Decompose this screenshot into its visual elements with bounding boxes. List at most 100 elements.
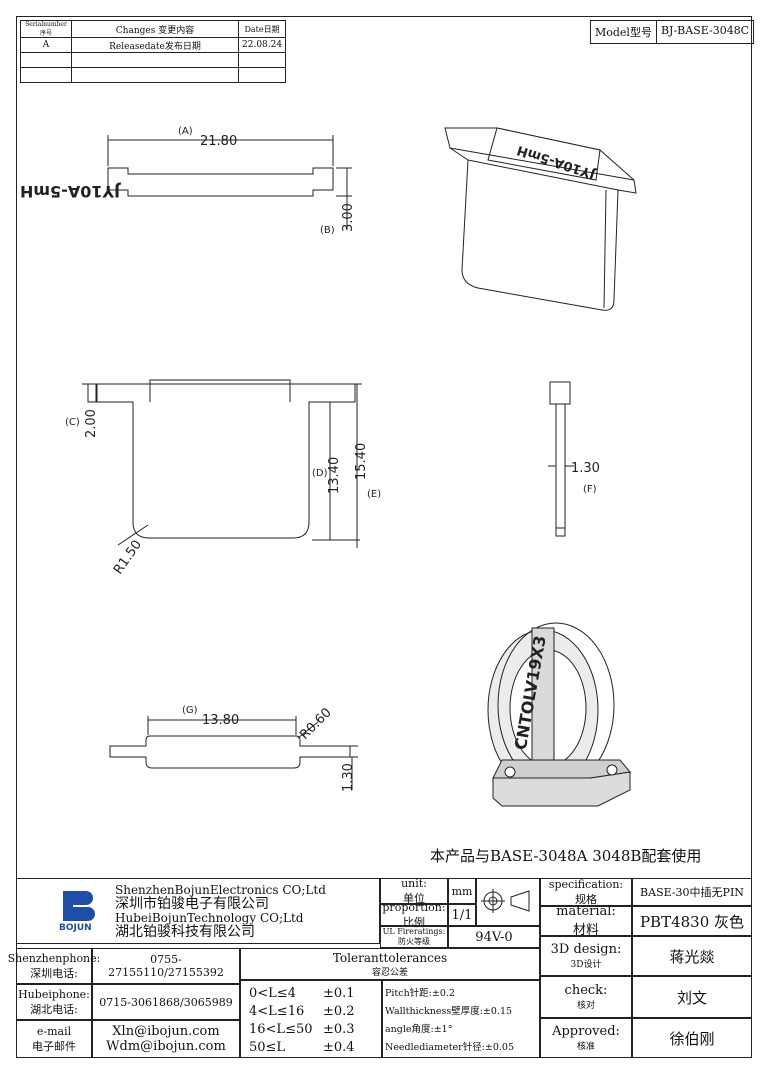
material-label-cell: material: 材料 [540, 904, 632, 938]
model-label: Model型号 [595, 26, 652, 39]
usage-note: 本产品与BASE-3048A 3048B配套使用 [430, 847, 702, 865]
email-values-cell: Xln@ibojun.com Wdm@ibojun.com [92, 1020, 240, 1058]
dim-d-tag: (D) [312, 468, 328, 479]
top-view [107, 135, 352, 230]
model-value: BJ-BASE-3048C [655, 21, 753, 43]
dim-c-tag: (C) [65, 417, 80, 428]
dim-g-value: 13.80 [202, 713, 239, 728]
tolerance-value: ±0.4 [323, 1040, 355, 1055]
tolerance-note: Wallthickness壁厚度:±0.15 [385, 1006, 513, 1017]
hubei-phone: 0715-3061868/3065989 [92, 984, 240, 1020]
material-label-cn: 材料 [572, 923, 599, 938]
revision-row [20, 67, 287, 83]
dim-g-tag: (G) [182, 705, 198, 716]
bottom-view [109, 716, 358, 790]
tolerance-title-cell: Toleranttolerances 容忍公差 [240, 948, 540, 980]
check-label: check: [564, 983, 608, 998]
shenzhen-label: Shenzhenphone: [7, 951, 101, 965]
check-value: 刘文 [632, 976, 752, 1018]
side-view [548, 381, 574, 537]
unit-label-cn: 单位 [403, 891, 425, 905]
dim-b-value: 3.00 [341, 203, 356, 232]
tolerance-value: ±0.3 [323, 1022, 355, 1037]
company-cn-2: 湖北铂骏科技有限公司 [115, 924, 255, 940]
revision-header-row: Serialnumber序号 Changes 变更内容 Date日期 [20, 20, 287, 38]
fire-label-cn: 防火等级 [398, 937, 430, 946]
proportion-value: 1/1 [448, 904, 476, 926]
tolerance-range: 16<L≤50 [249, 1022, 313, 1037]
company-en-2: HubeiBojunTechnology CO;Ltd [115, 911, 304, 925]
spec-label-cn: 规格 [575, 892, 597, 906]
company-en-1: ShenzhenBojunElectronics CO;Ltd [115, 883, 326, 897]
tolerance-value: ±0.1 [323, 986, 355, 1001]
email-2: Wdm@ibojun.com [106, 1039, 226, 1054]
spec-value: BASE-30中插无PIN [632, 878, 752, 906]
proportion-label: proportion: [382, 900, 446, 914]
company-cell: BOJUN ShenzhenBojunElectronics CO;Ltd 深圳… [16, 878, 380, 944]
fire-value: 94V-0 [448, 926, 540, 948]
dim-e-tag: (E) [367, 489, 381, 500]
design-label-cell: 3D design: 3D设计 [540, 936, 632, 976]
dim-b-tag: (B) [320, 225, 335, 236]
fire-label: UL Fireratings: [382, 927, 446, 936]
dim-e-value: 15.40 [354, 443, 369, 480]
spec-label-cell: specification: 规格 [540, 878, 632, 906]
dim-a-tag: (A) [178, 126, 193, 137]
email-label-cell: e-mail 电子邮件 [16, 1020, 92, 1058]
unit-label: unit: [401, 876, 427, 890]
check-label-cn: 核对 [576, 1001, 595, 1011]
engraving-top-view: JY10A-5mH [20, 182, 121, 201]
dim-c-value: 2.00 [84, 409, 99, 438]
hubei-label-cell: Hubeiphone: 湖北电话: [16, 984, 92, 1020]
dim-a-value: 21.80 [200, 134, 237, 149]
email-label-cn: 电子邮件 [32, 1039, 76, 1053]
hubei-label-cn: 湖北电话: [30, 1002, 78, 1016]
proportion-label-cn: 比例 [403, 915, 425, 929]
approved-label-cn: 核准 [576, 1042, 595, 1052]
tolerance-range-cell: 0<L≤4 4<L≤16 16<L≤50 50≤L ±0.1 ±0.2 ±0.3… [240, 980, 382, 1058]
approved-value: 徐伯刚 [632, 1018, 752, 1058]
design-value: 蒋光燚 [632, 936, 752, 976]
approved-label-cell: Approved: 核准 [540, 1018, 632, 1058]
email-1: Xln@ibojun.com [112, 1024, 220, 1039]
unit-value: mm [448, 878, 476, 904]
tolerance-range: 4<L≤16 [249, 1004, 305, 1019]
tolerance-range: 50≤L [249, 1040, 286, 1055]
design-label-cn: 3D设计 [570, 960, 602, 970]
tolerance-title-cn: 容忍公差 [371, 967, 408, 978]
dim-d-value: 13.40 [327, 457, 342, 494]
dim-h-value: 1.30 [341, 763, 356, 792]
dim-f-tag: (F) [583, 484, 597, 495]
company-cn-1: 深圳市铂骏电子有限公司 [115, 896, 269, 912]
email-label: e-mail [36, 1024, 72, 1038]
material-label: material: [556, 904, 616, 919]
shenzhen-phone: 0755-27155110/27155392 [92, 948, 240, 984]
isometric-assembly [487, 622, 631, 807]
hubei-label: Hubeiphone: [18, 987, 90, 1001]
tolerance-note: angle角度:±1° [385, 1024, 453, 1035]
unit-label-cell: unit: 单位 [380, 876, 448, 905]
proportion-label-cell: proportion: 比例 [380, 900, 448, 929]
shenzhen-label-cell: Shenzhenphone: 深圳电话: [8, 948, 100, 984]
revision-row [20, 52, 287, 68]
fire-label-cell: UL Fireratings: 防火等级 [380, 926, 448, 948]
tolerance-title: Toleranttolerances [332, 950, 448, 965]
tolerance-notes-cell: Pitch针距:±0.2 Wallthickness壁厚度:±0.15 angl… [382, 980, 540, 1058]
dim-f-value: 1.30 [571, 461, 600, 476]
model-box: Model型号 BJ-BASE-3048C [590, 20, 755, 44]
isometric-plate [444, 127, 637, 311]
spec-label: specification: [548, 877, 624, 891]
check-label-cell: check: 核对 [540, 976, 632, 1018]
design-label: 3D design: [550, 942, 622, 957]
tolerance-note: Needlediameter针径:±0.05 [385, 1042, 515, 1053]
tolerance-value: ±0.2 [323, 1004, 355, 1019]
title-block: BOJUN ShenzhenBojunElectronics CO;Ltd 深圳… [8, 876, 752, 1058]
radius-2: R0.60 [297, 705, 334, 742]
front-view [82, 379, 362, 548]
revision-date [237, 67, 287, 83]
shenzhen-label-cn: 深圳电话: [30, 966, 78, 980]
revision-table: Serialnumber序号 Changes 变更内容 Date日期 A Rel… [20, 20, 287, 83]
projection-symbol-icon [481, 889, 530, 913]
radius-1: R1.50 [111, 538, 145, 578]
